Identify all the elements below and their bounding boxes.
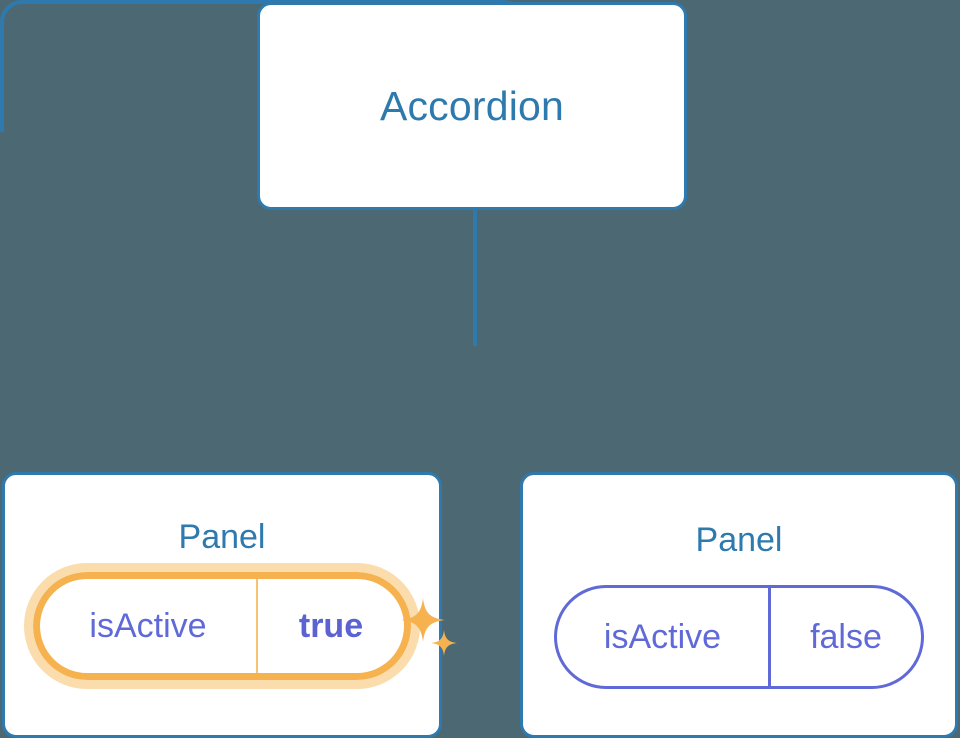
node-accordion[interactable]: Accordion [257, 2, 687, 210]
node-panel-inactive[interactable]: Panel isActive false [520, 472, 958, 738]
node-accordion-title: Accordion [379, 82, 565, 129]
prop-key: isActive [40, 579, 258, 673]
prop-key: isActive [557, 588, 771, 686]
prop-value: true [298, 607, 364, 645]
prop-pill-isactive-true[interactable]: isActive true [24, 563, 420, 689]
node-panel-active[interactable]: Panel isActive true [2, 472, 457, 738]
prop-pill-isactive-false[interactable]: isActive false [554, 585, 924, 689]
node-panel-active-title: Panel [178, 518, 266, 556]
edge-root-to-branch [473, 208, 477, 346]
sparkle-icon-small [431, 630, 457, 656]
prop-pill-plain-wrap: isActive false [554, 585, 924, 689]
node-panel-inactive-title: Panel [695, 521, 783, 559]
prop-pill-highlight-wrap: isActive true [24, 563, 457, 689]
prop-value: false [810, 618, 882, 656]
